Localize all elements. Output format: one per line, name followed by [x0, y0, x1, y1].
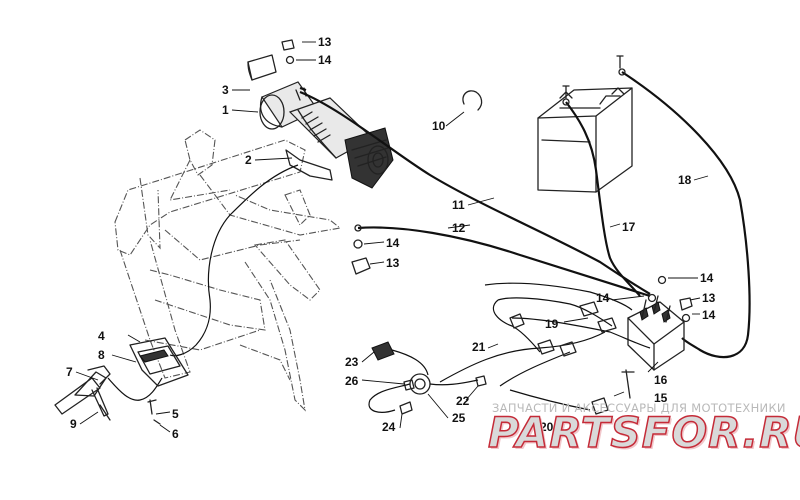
- callout-10: 10: [432, 119, 446, 133]
- callout-3: 3: [222, 83, 229, 97]
- watermark-brand: PARTSFOR.RU: [487, 407, 800, 458]
- wiring-harness: [439, 282, 651, 415]
- callout-labels: 1 2 3 4 5 6 7 8 9 10 11 12 13 14 14 13 1…: [66, 35, 716, 441]
- callout-6: 6: [172, 427, 179, 441]
- fasteners: [281, 39, 693, 323]
- callout-8: 8: [98, 348, 105, 362]
- callout-14-right-a: 14: [700, 271, 714, 285]
- dash-switch: [368, 341, 487, 415]
- callout-2: 2: [245, 153, 252, 167]
- callout-9: 9: [70, 417, 77, 431]
- callout-5: 5: [172, 407, 179, 421]
- callout-16: 16: [654, 373, 668, 387]
- callout-1: 1: [222, 103, 229, 117]
- callout-14-right-c: 14: [702, 308, 716, 322]
- watermark-caption: ЗАПЧАСТИ И АКСЕССУАРЫ ДЛЯ МОТОТЕХНИКИ: [492, 401, 786, 415]
- cable-12: [357, 226, 651, 298]
- cable-18: [621, 71, 751, 359]
- cable-17: [565, 101, 641, 297]
- cable-11: [299, 90, 651, 295]
- mount-bracket: [129, 337, 189, 425]
- callout-14-mid: 14: [386, 236, 400, 250]
- battery: [537, 87, 633, 193]
- clamp-10: [462, 90, 483, 111]
- callout-26: 26: [345, 374, 359, 388]
- callout-15: 15: [654, 391, 668, 405]
- leader-lines: [75, 41, 709, 433]
- callout-13-mid: 13: [386, 256, 400, 270]
- callout-23: 23: [345, 355, 359, 369]
- callout-18: 18: [678, 173, 692, 187]
- bolt-15: [621, 369, 635, 399]
- callout-17: 17: [622, 220, 636, 234]
- callout-21: 21: [472, 340, 486, 354]
- callout-22: 22: [456, 394, 470, 408]
- winch-assembly: [259, 81, 394, 189]
- handlebar-switch: [54, 365, 163, 421]
- vehicle-frame: [114, 129, 342, 412]
- winch-cover: [247, 54, 277, 81]
- callout-12: 12: [452, 221, 466, 235]
- callout-19: 19: [545, 317, 559, 331]
- callout-25: 25: [452, 411, 466, 425]
- remote-cable: [169, 164, 299, 357]
- callout-14-top: 14: [318, 53, 332, 67]
- callout-14-right-b: 14: [596, 291, 610, 305]
- solenoid: [627, 295, 685, 371]
- callout-4: 4: [98, 329, 105, 343]
- callout-13-top: 13: [318, 35, 332, 49]
- callout-20: 20: [540, 420, 554, 434]
- callout-13-right: 13: [702, 291, 716, 305]
- callout-11: 11: [452, 198, 465, 212]
- callout-24: 24: [382, 420, 396, 434]
- callout-7: 7: [66, 365, 73, 379]
